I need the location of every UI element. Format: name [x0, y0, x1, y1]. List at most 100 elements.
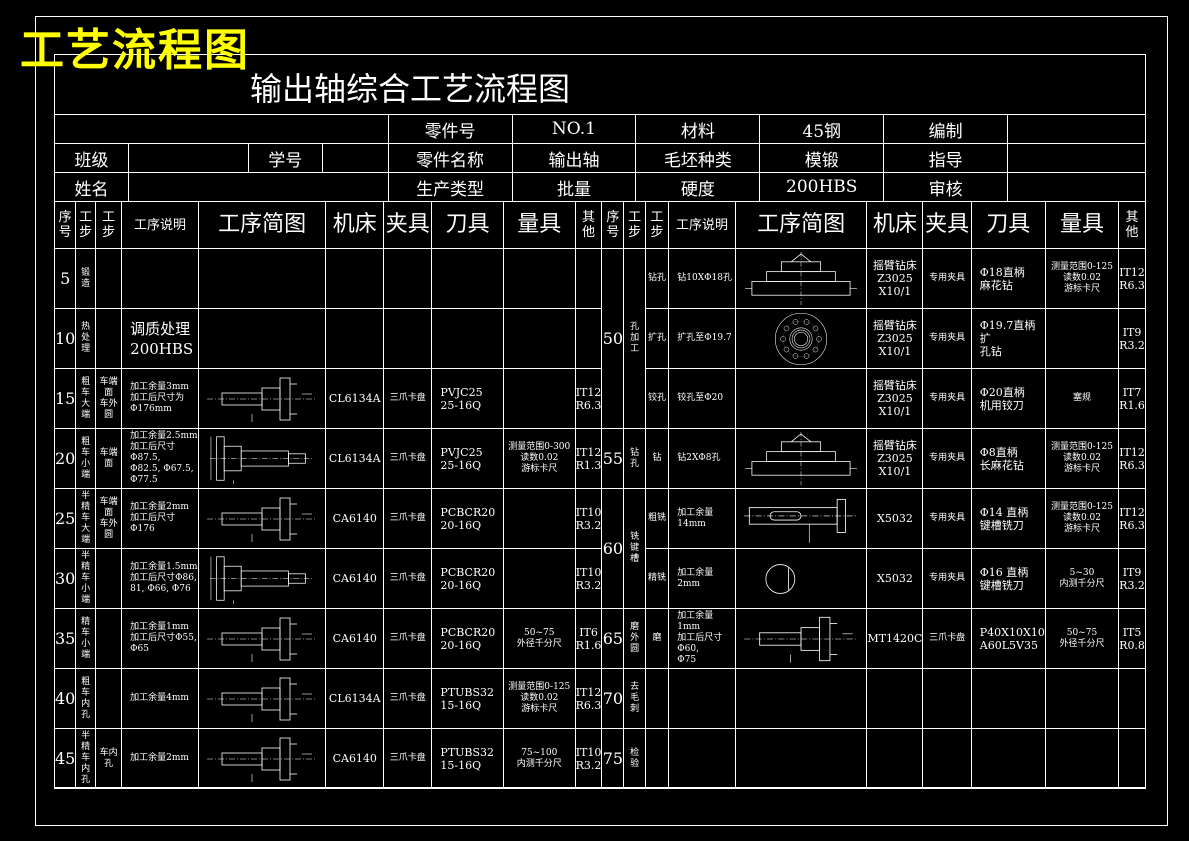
op-fixture: 专用夹具 — [922, 488, 972, 549]
op-tool: Φ8直柄长麻花钻 — [970, 428, 1046, 489]
blank-label: 毛坯种类 — [635, 143, 761, 173]
op-fixture: 专用夹具 — [922, 548, 972, 609]
op-name: 磨外圆 — [623, 608, 646, 669]
part-sketch-icon — [210, 435, 315, 484]
part-sketch-icon — [207, 677, 318, 722]
op-machine: CA6140 — [325, 488, 385, 549]
op-tool: Φ16 直柄键槽铣刀 — [970, 548, 1046, 609]
op-gauge — [502, 368, 576, 429]
op-gauge: 塞规 — [1044, 368, 1120, 429]
op-gauge — [502, 308, 576, 369]
op-seq: 45 — [53, 728, 77, 789]
op-desc: 钻10XΦ18孔 — [668, 248, 736, 309]
op-machine — [325, 248, 385, 309]
op-tool — [431, 248, 504, 309]
op-tool — [970, 728, 1046, 789]
col-header-sketch-left: 工序简图 — [197, 201, 327, 249]
op-desc: 钻2XΦ8孔 — [668, 428, 736, 489]
editor-value — [1007, 114, 1146, 144]
editor-label: 编制 — [883, 114, 1009, 144]
col-header-fixture-left: 夹具 — [383, 201, 433, 249]
op-fixture — [922, 668, 972, 729]
part-sketch-icon — [744, 616, 858, 663]
op-sketch — [197, 548, 327, 609]
part-sketch-icon — [745, 431, 858, 485]
op-tool: Φ18直柄麻花钻 — [970, 248, 1046, 309]
op-other — [574, 248, 603, 309]
op-step: 车端面车外圆 — [94, 368, 123, 429]
op-step: 粗铣 — [644, 488, 670, 549]
op-seq: 25 — [53, 488, 77, 549]
op-name: 检验 — [623, 728, 646, 789]
part-sketch-icon — [207, 377, 318, 422]
op-tool: Φ19.7直柄扩孔钻 — [970, 308, 1046, 369]
op-sketch — [197, 488, 327, 549]
op-machine: X5032 — [866, 488, 924, 549]
op-step: 磨 — [644, 608, 670, 669]
process-table: 序号工步工步工序说明工序简图机床夹具刀具量具其他序号工步工步工序说明工序简图机床… — [53, 201, 1146, 789]
op-seq: 20 — [53, 428, 77, 489]
op-step — [644, 668, 670, 729]
op-tool: Φ14 直柄键槽铣刀 — [970, 488, 1046, 549]
op-step — [94, 668, 123, 729]
op-step — [94, 548, 123, 609]
op-seq: 75 — [601, 728, 625, 789]
op-tool — [431, 308, 504, 369]
op-sketch — [734, 248, 868, 309]
col-header-gauge-left: 量具 — [502, 201, 576, 249]
op-step: 车内孔 — [94, 728, 123, 789]
op-sketch — [734, 548, 868, 609]
op-sketch — [734, 728, 868, 789]
op-fixture — [922, 728, 972, 789]
review-value — [1007, 172, 1146, 202]
student-no-label: 学号 — [247, 143, 323, 173]
col-header-desc-right: 工序说明 — [668, 201, 736, 249]
op-gauge — [502, 488, 576, 549]
op-desc — [668, 668, 736, 729]
op-machine: CA6140 — [325, 548, 385, 609]
op-desc: 加工余量4mm — [121, 668, 199, 729]
op-fixture: 三爪卡盘 — [383, 728, 433, 789]
op-gauge — [1044, 728, 1120, 789]
col-header-substep-left: 工步 — [94, 201, 123, 249]
op-fixture: 三爪卡盘 — [922, 608, 972, 669]
op-name: 粗车大端 — [75, 368, 96, 429]
col-header-step-left: 工步 — [75, 201, 96, 249]
part-sketch-icon — [207, 617, 318, 662]
op-desc: 扩孔至Φ19.7 — [668, 308, 736, 369]
op-seq: 35 — [53, 608, 77, 669]
op-machine: CL6134A — [325, 428, 385, 489]
col-header-proc-right: 工步 — [623, 201, 646, 249]
op-desc: 加工余量2mm — [121, 728, 199, 789]
op-sketch — [734, 428, 868, 489]
part-name-label: 零件名称 — [387, 143, 513, 173]
col-header-machine-left: 机床 — [325, 201, 385, 249]
op-step — [94, 308, 123, 369]
class-value — [127, 143, 249, 173]
part-no-label: 零件号 — [387, 114, 513, 144]
op-seq: 40 — [53, 668, 77, 729]
op-step: 精铣 — [644, 548, 670, 609]
op-name: 钻孔 — [623, 428, 646, 489]
part-sketch-icon — [765, 563, 796, 594]
col-header-other-right: 其他 — [1118, 201, 1146, 249]
op-fixture: 三爪卡盘 — [383, 548, 433, 609]
